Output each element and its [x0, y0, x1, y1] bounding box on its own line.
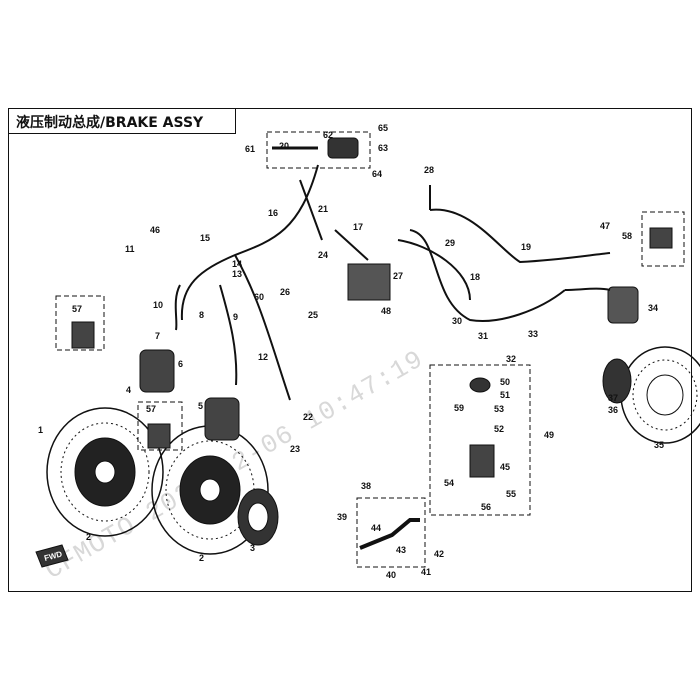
callout-45: 45: [500, 462, 510, 472]
callout-36: 36: [608, 405, 618, 415]
callout-9: 9: [233, 312, 238, 322]
callout-37: 37: [608, 393, 618, 403]
callout-4: 4: [126, 385, 131, 395]
callout-60: 60: [254, 292, 264, 302]
front-disc-left: [46, 407, 164, 537]
callout-38: 38: [361, 481, 371, 491]
callout-47: 47: [600, 221, 610, 231]
callout-59: 59: [454, 403, 464, 413]
callout-25: 25: [308, 310, 318, 320]
callout-44: 44: [371, 523, 381, 533]
callout-43: 43: [396, 545, 406, 555]
diagram-frame: [8, 108, 692, 592]
callout-46: 46: [150, 225, 160, 235]
callout-49: 49: [544, 430, 554, 440]
callout-55: 55: [506, 489, 516, 499]
callout-3: 3: [250, 543, 255, 553]
callout-65: 65: [378, 123, 388, 133]
callout-16: 16: [268, 208, 278, 218]
callout-31: 31: [478, 331, 488, 341]
abs-ring: [237, 488, 279, 546]
callout-5: 5: [198, 401, 203, 411]
callout-58: 58: [622, 231, 632, 241]
rear-disc: [620, 346, 700, 444]
callout-18: 18: [470, 272, 480, 282]
callout-8: 8: [199, 310, 204, 320]
callout-11: 11: [125, 244, 135, 254]
callout-48: 48: [381, 306, 391, 316]
callout-15: 15: [200, 233, 210, 243]
callout-labels: 1 2 2 3 4 5 6 7 8 9 10 11 12 13 14 15 16…: [38, 123, 664, 580]
callout-14: 14: [232, 259, 242, 269]
callout-12: 12: [258, 352, 268, 362]
callout-13: 13: [232, 269, 242, 279]
callout-32: 32: [506, 354, 516, 364]
callout-7: 7: [155, 331, 160, 341]
callout-23: 23: [290, 444, 300, 454]
callout-26: 26: [280, 287, 290, 297]
callout-57b: 57: [146, 404, 156, 414]
callout-20: 20: [279, 141, 289, 151]
callout-54: 54: [444, 478, 454, 488]
callout-27: 27: [393, 271, 403, 281]
diagram-title: 液压制动总成/BRAKE ASSY: [16, 115, 204, 131]
callout-19: 19: [521, 242, 531, 252]
callout-17: 17: [353, 222, 363, 232]
callout-29: 29: [445, 238, 455, 248]
callout-22: 22: [303, 412, 313, 422]
callout-28: 28: [424, 165, 434, 175]
callout-53: 53: [494, 404, 504, 414]
callout-1: 1: [38, 425, 43, 435]
callout-6: 6: [178, 359, 183, 369]
callout-61: 61: [245, 144, 255, 154]
callout-57: 57: [72, 304, 82, 314]
callout-24: 24: [318, 250, 328, 260]
callout-63: 63: [378, 143, 388, 153]
callout-30: 30: [452, 316, 462, 326]
callout-62: 62: [323, 130, 333, 140]
title-box: [8, 108, 236, 134]
callout-10: 10: [153, 300, 163, 310]
callout-2b: 2: [199, 553, 204, 563]
callout-51: 51: [500, 390, 510, 400]
callout-34: 34: [648, 303, 658, 313]
callout-2: 2: [86, 532, 91, 542]
callout-33: 33: [528, 329, 538, 339]
front-disc-right: [151, 425, 269, 555]
callout-64: 64: [372, 169, 382, 179]
callout-41: 41: [421, 567, 431, 577]
callout-50: 50: [500, 377, 510, 387]
callout-40: 40: [386, 570, 396, 580]
callout-39: 39: [337, 512, 347, 522]
callout-42: 42: [434, 549, 444, 559]
callout-21: 21: [318, 204, 328, 214]
callout-52: 52: [494, 424, 504, 434]
callout-35: 35: [654, 440, 664, 450]
callout-56: 56: [481, 502, 491, 512]
